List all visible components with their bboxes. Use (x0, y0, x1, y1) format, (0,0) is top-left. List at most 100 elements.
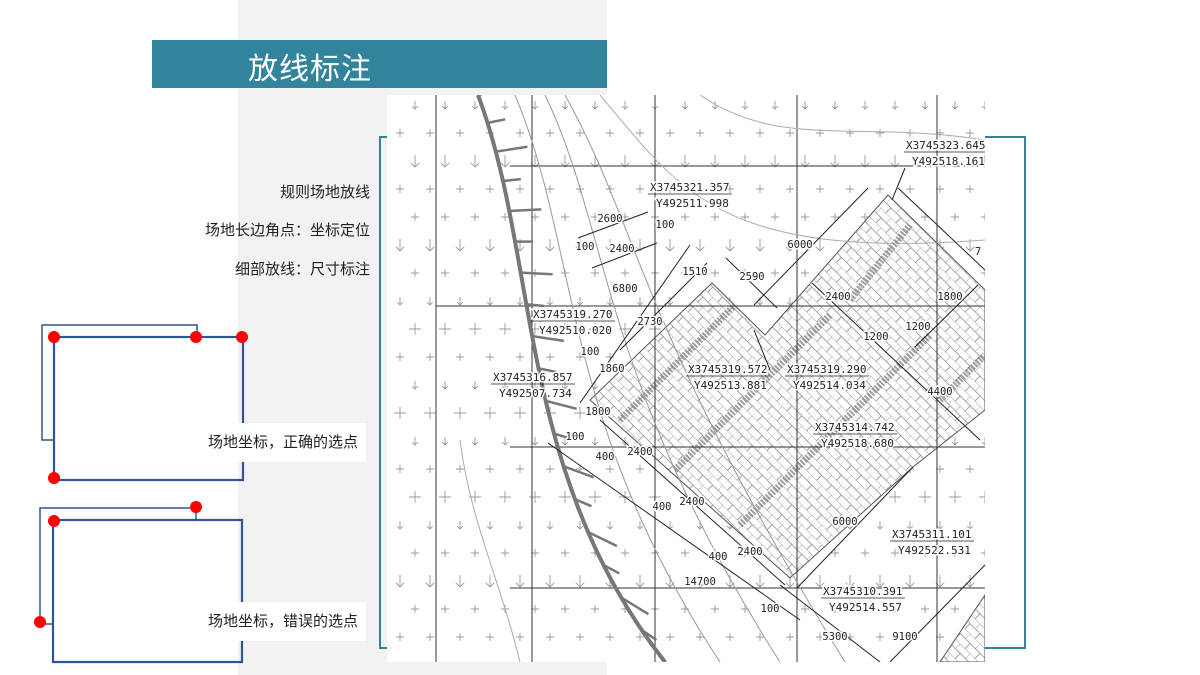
arrow-down-icon (575, 575, 585, 588)
plus-icon (441, 549, 449, 557)
plus-icon (411, 269, 419, 277)
dimension-label: 2600 (597, 213, 622, 225)
dimension-label: 400 (653, 501, 672, 513)
plus-icon (561, 549, 569, 557)
plus-icon (456, 465, 464, 473)
arrow-down-icon (426, 297, 434, 306)
plus-icon (471, 549, 479, 557)
point-marker (190, 331, 202, 343)
plus-icon (606, 465, 614, 473)
coordinate-x-label: X3745310.391 (823, 585, 902, 598)
arrow-down-icon (621, 437, 629, 446)
hachure-mark (502, 177, 521, 183)
arrow-down-icon (411, 381, 419, 390)
plus-icon (741, 549, 749, 557)
arrow-down-icon (785, 239, 795, 252)
dimension-label: 100 (761, 603, 780, 615)
plus-icon (966, 129, 974, 137)
arrow-down-icon (546, 297, 554, 306)
arrow-down-icon (560, 155, 570, 168)
plus-icon (591, 269, 599, 277)
plus-icon (546, 633, 554, 641)
plus-icon (816, 185, 824, 193)
hachure-mark (665, 661, 668, 662)
plus-icon (726, 185, 734, 193)
plus-icon (529, 491, 541, 503)
arrow-down-icon (486, 297, 494, 306)
arrow-down-icon (591, 437, 599, 446)
coordinate-x-label: X3745319.290 (787, 363, 866, 376)
plus-icon (966, 465, 974, 473)
plus-icon (546, 185, 554, 193)
plus-icon (786, 185, 794, 193)
coordinate-x-label: X3745319.572 (688, 363, 767, 376)
plus-icon (426, 353, 434, 361)
plus-icon (771, 269, 779, 277)
plus-icon (606, 129, 614, 137)
plus-icon (411, 605, 419, 613)
arrow-down-icon (470, 155, 480, 168)
plus-icon (396, 353, 404, 361)
arrow-down-icon (471, 437, 479, 446)
arrow-down-icon (516, 297, 524, 306)
arrow-down-icon (621, 101, 629, 110)
point-marker (34, 616, 46, 628)
plus-icon (484, 407, 496, 419)
paving-area (589, 194, 985, 579)
plus-icon (471, 213, 479, 221)
plus-icon (576, 129, 584, 137)
arrow-down-icon (951, 101, 959, 110)
plus-icon (546, 129, 554, 137)
plus-icon (456, 633, 464, 641)
plus-icon (499, 491, 511, 503)
arrow-down-icon (516, 521, 524, 530)
plus-icon (681, 213, 689, 221)
plus-icon (559, 491, 571, 503)
plus-icon (501, 213, 509, 221)
arrow-down-icon (921, 101, 929, 110)
point-marker (190, 501, 202, 513)
arrow-down-icon (710, 155, 720, 168)
arrow-down-icon (471, 101, 479, 110)
plus-icon (951, 213, 959, 221)
plus-icon (876, 129, 884, 137)
plus-icon (561, 213, 569, 221)
plus-icon (516, 465, 524, 473)
plus-icon (891, 605, 899, 613)
dimension-label: 6000 (832, 516, 857, 528)
plus-icon (471, 605, 479, 613)
plus-icon (771, 605, 779, 613)
arrow-down-icon (456, 521, 464, 530)
dimension-label: 6000 (787, 239, 812, 251)
dimension-label: 100 (581, 346, 600, 358)
hachure-mark (563, 465, 595, 479)
dimension-label: 1510 (682, 266, 707, 278)
plus-icon (876, 633, 884, 641)
grid-lines (435, 95, 985, 662)
arrow-down-icon (666, 297, 674, 306)
plus-icon (906, 633, 914, 641)
arrow-down-icon (606, 521, 614, 530)
note-regular-layout: 规则场地放线 (279, 183, 370, 201)
dimension-label: 9100 (892, 631, 917, 643)
point-marker (48, 472, 60, 484)
dimension-label: 2400 (627, 446, 652, 458)
dimension-label: 4400 (927, 386, 952, 398)
plus-icon (636, 465, 644, 473)
plus-icon (876, 185, 884, 193)
arrow-down-icon (815, 575, 825, 588)
arrow-down-icon (606, 297, 614, 306)
arrow-down-icon (441, 101, 449, 110)
arrow-down-icon (950, 155, 960, 168)
title-bar: 放线标注 (152, 40, 607, 88)
arrow-down-icon (531, 437, 539, 446)
dimension-label: 2400 (737, 546, 762, 558)
hachure-mark (509, 208, 542, 213)
plus-icon (501, 549, 509, 557)
coordinate-x-label: X3745314.742 (815, 421, 894, 434)
arrow-down-icon (635, 575, 645, 588)
arrow-down-icon (875, 575, 885, 588)
arrow-down-icon (620, 155, 630, 168)
arrow-down-icon (665, 239, 675, 252)
plus-icon (921, 549, 929, 557)
